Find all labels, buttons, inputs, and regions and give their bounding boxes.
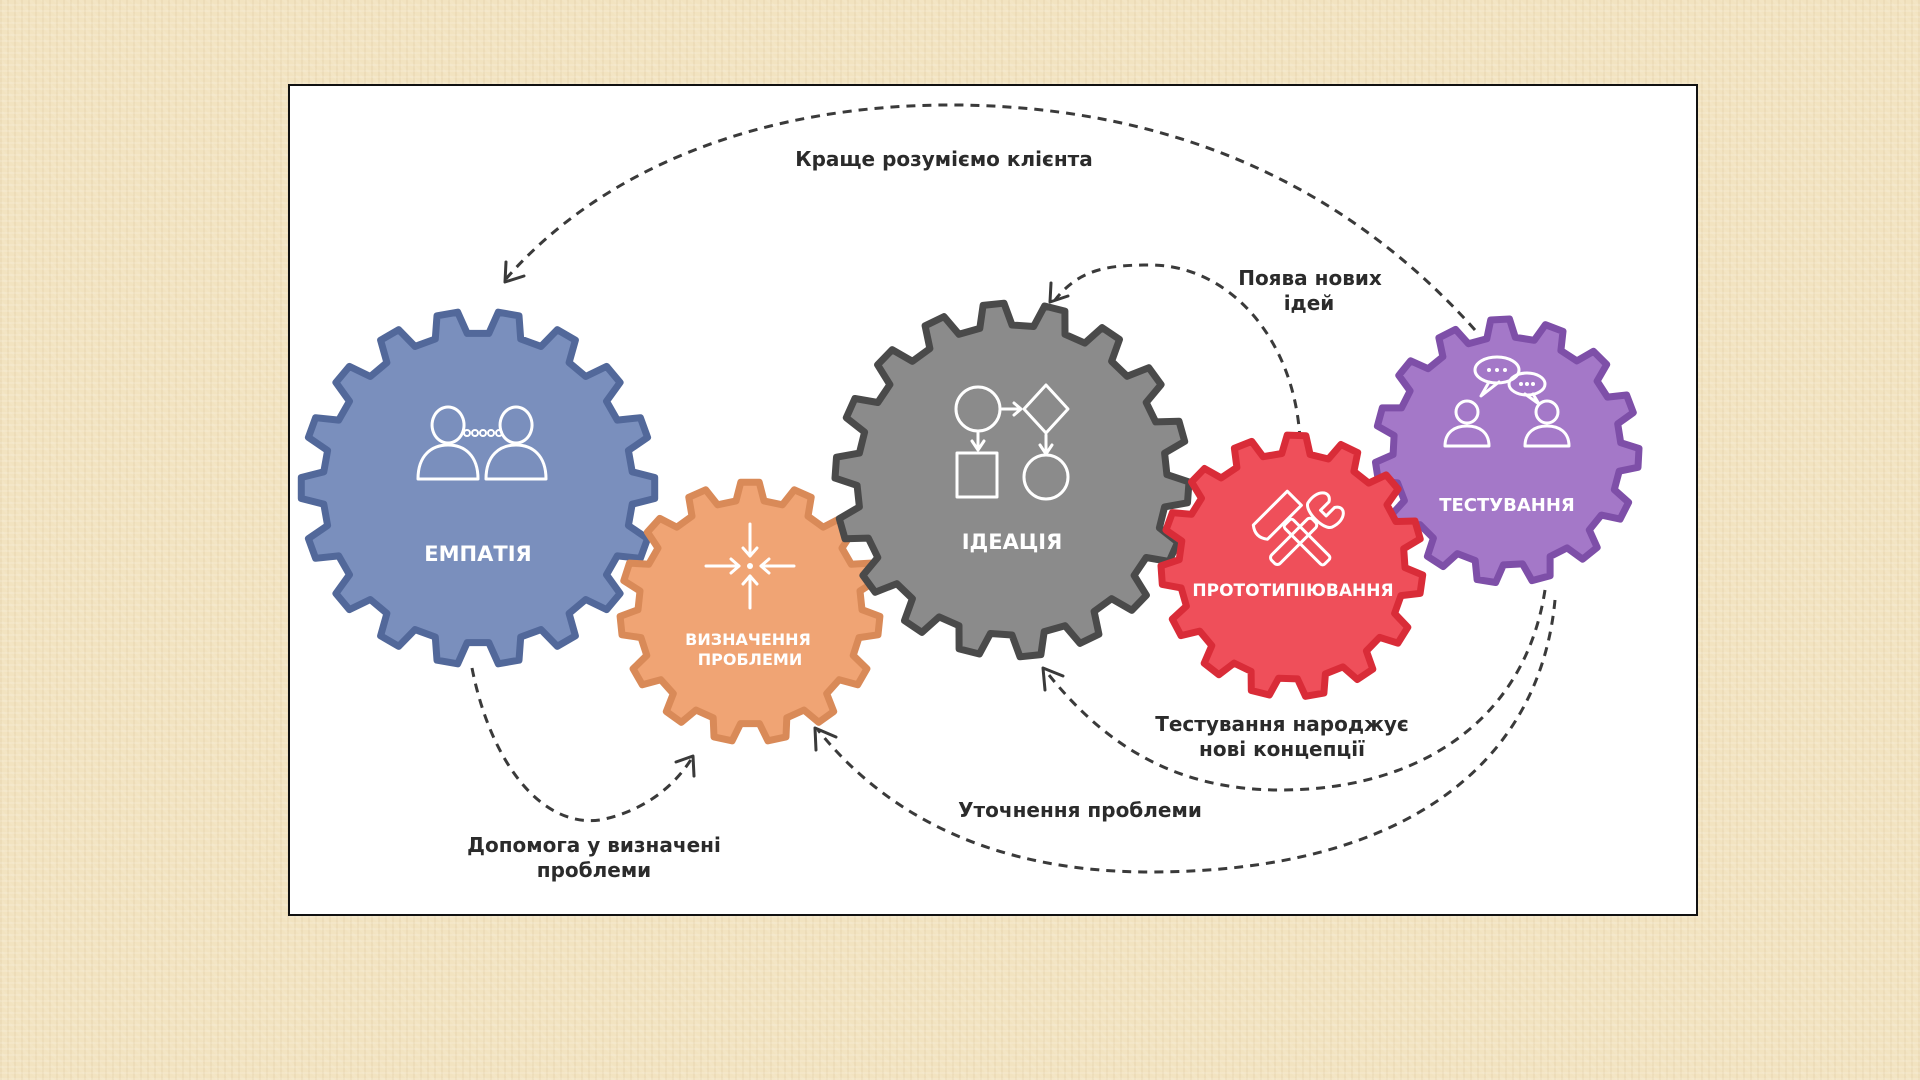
- gear-define: [616, 478, 884, 745]
- chain-links: [463, 429, 503, 437]
- arrow-test-to-empathy: [503, 103, 1477, 331]
- stage-label-define-line2: ПРОБЛЕМИ: [698, 650, 802, 669]
- annotation-help-define-line2: проблеми: [537, 858, 651, 882]
- stage-label-ideate: ІДЕАЦІЯ: [962, 530, 1063, 554]
- hammer-wrench-icon: [1251, 489, 1345, 567]
- arrow-prototype-to-ideate: [1053, 263, 1302, 441]
- converging-arrows-icon: [704, 522, 796, 610]
- gear-prototype: [1157, 431, 1427, 700]
- arrow-test-to-ideate-bottom: [1043, 589, 1547, 792]
- arrow-empathy-to-define: [470, 667, 694, 823]
- stage-label-test: ТЕСТУВАННЯ: [1439, 495, 1575, 516]
- flowchart-shapes-icon: [954, 383, 1070, 501]
- annotation-refine-problem: Уточнення проблеми: [958, 798, 1202, 822]
- gear-test: [1372, 315, 1643, 586]
- arrowhead-ideate-top: [1048, 281, 1070, 304]
- arrowhead-define: [813, 726, 838, 752]
- arrowhead-ideate-bottom: [1041, 666, 1065, 692]
- annotation-new-ideas-line1: Поява нових: [1238, 266, 1382, 290]
- two-people-connected-icon: [416, 405, 548, 481]
- arrowhead-empathy: [503, 260, 526, 284]
- annotation-testing-concepts-line1: Тестування народжує: [1155, 712, 1409, 736]
- gears: [297, 299, 1643, 745]
- annotation-new-ideas-line2: ідей: [1284, 291, 1335, 315]
- arrow-test-to-define: [816, 599, 1557, 874]
- annotation-understand-client: Краще розуміємо клієнта: [795, 147, 1092, 171]
- annotation-testing-concepts-line2: нові концепції: [1199, 737, 1365, 761]
- flow-arrows: [470, 103, 1557, 874]
- stage-label-define-line1: ВИЗНАЧЕННЯ: [685, 630, 811, 649]
- stage-label-empathy: ЕМПАТІЯ: [424, 542, 531, 566]
- stage-label-prototype: ПРОТОТИПІЮВАННЯ: [1192, 581, 1393, 601]
- gear-empathy: [297, 308, 659, 668]
- arrowhead-define-small: [674, 754, 696, 778]
- annotation-help-define-line1: Допомога у визначені: [467, 833, 721, 857]
- people-speech-bubbles-icon: [1443, 355, 1571, 448]
- gear-ideate: [831, 299, 1193, 661]
